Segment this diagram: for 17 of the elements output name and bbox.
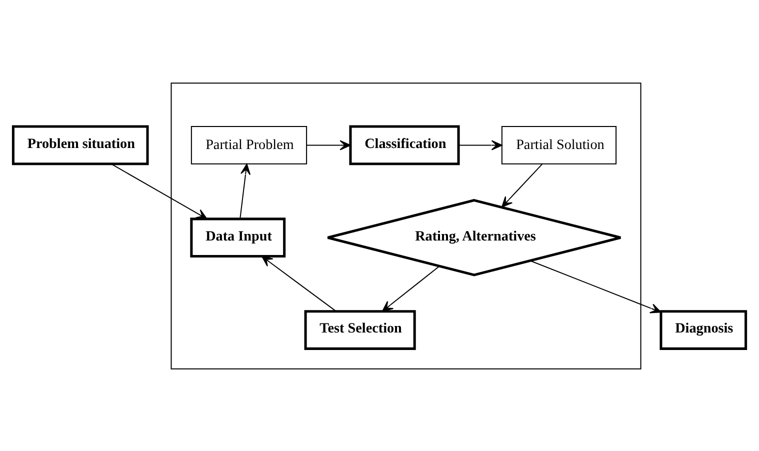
node-box: Classification: [349, 124, 460, 165]
node-box: Test Selection: [304, 310, 416, 350]
cluster: [170, 82, 642, 369]
arrow: [501, 163, 543, 208]
node-diamond: Rating, Alternatives: [326, 198, 622, 276]
arrow: [458, 140, 502, 150]
node-box: Problem situation: [12, 124, 149, 165]
arrow: [262, 255, 336, 312]
arrow: [306, 140, 351, 150]
node-box: Partial Solution: [501, 126, 617, 164]
arrow: [382, 265, 440, 312]
arrow: [240, 163, 251, 218]
node-box: Partial Problem: [190, 126, 308, 164]
node-box: Diagnosis: [660, 310, 748, 350]
arrow: [111, 163, 208, 219]
node-box: Data Input: [190, 217, 286, 258]
arrow: [530, 260, 662, 313]
